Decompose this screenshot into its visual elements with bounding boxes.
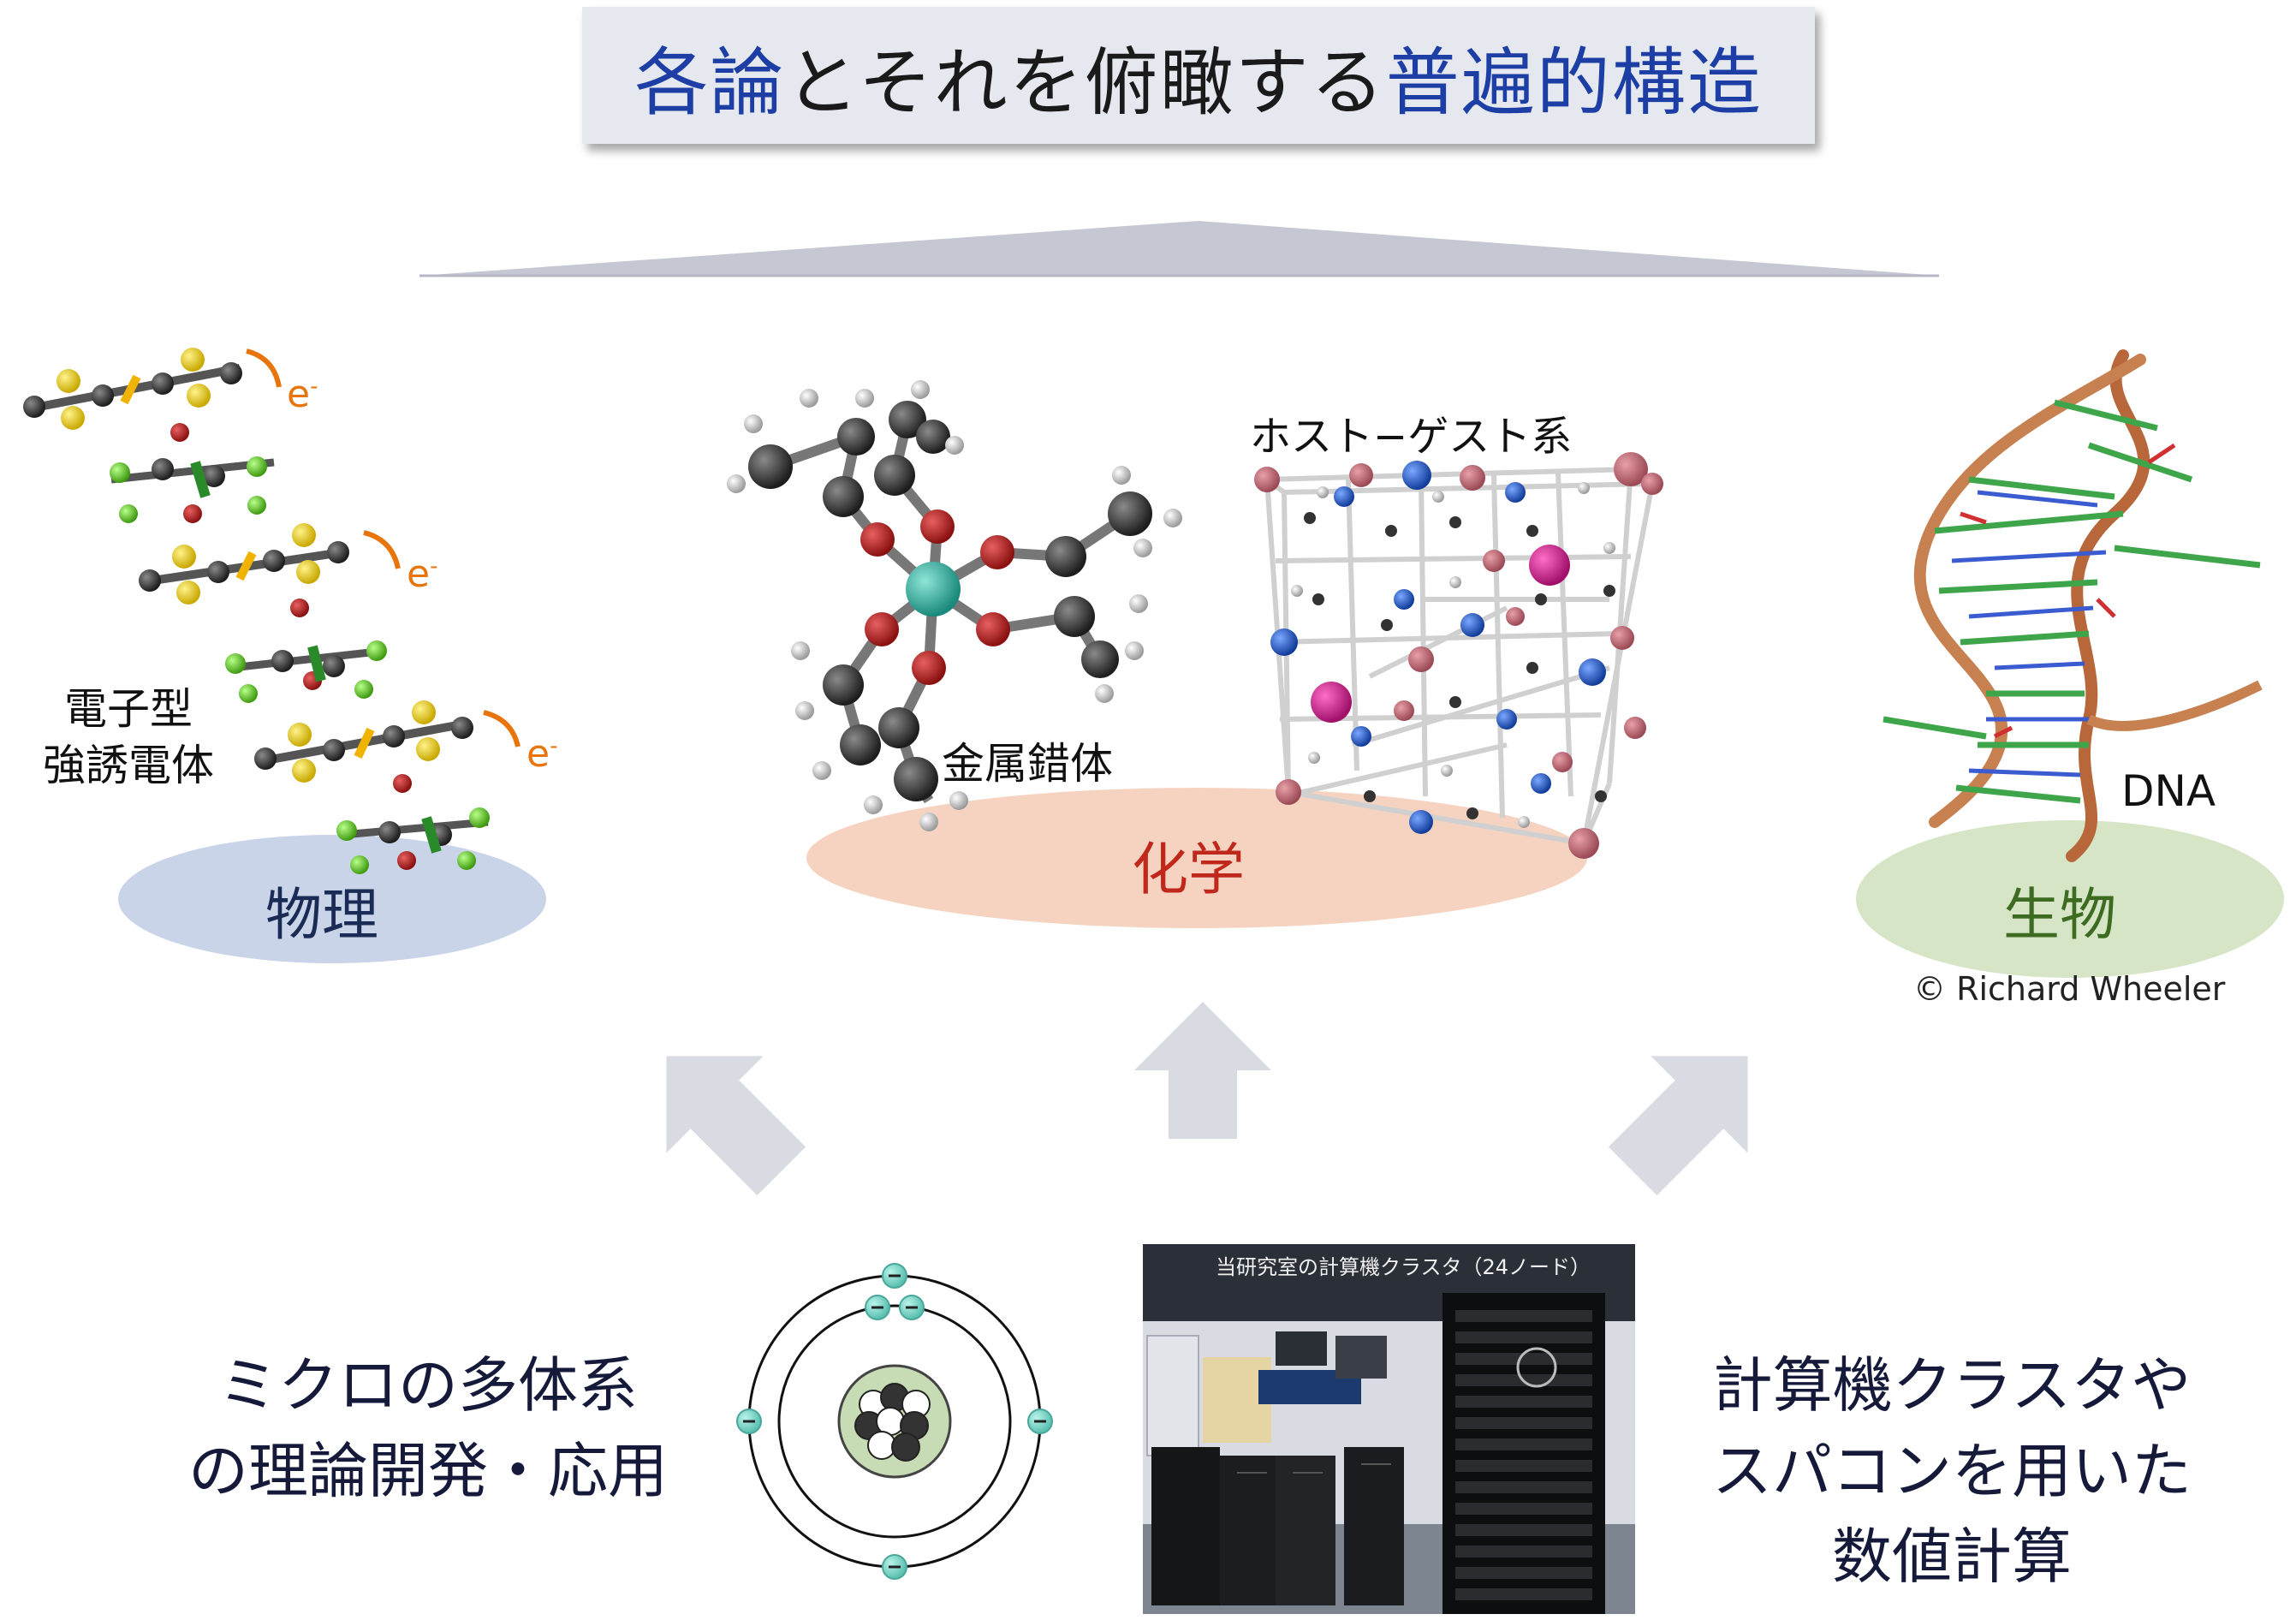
label-ferroelectric-line2: 強誘電体 (43, 741, 214, 790)
title-banner: 各論とそれを俯瞰する普遍的構造 (582, 7, 1815, 144)
label-numerical-calc-line2: スパコンを用いた (1712, 1436, 2192, 1506)
arrow-to-physics (666, 1056, 806, 1196)
arrow-to-chemistry (1134, 1002, 1271, 1139)
label-numerical-calc-line1: 計算機クラスタや (1712, 1350, 2192, 1420)
guest-ion-2 (1311, 682, 1352, 723)
label-numerical-calc: 計算機クラスタや スパコンを用いた 数値計算 (1678, 1343, 2226, 1599)
guest-ion-1 (1529, 545, 1570, 586)
electron-label-1: e- (287, 372, 318, 416)
umbrella-triangle (419, 221, 1939, 276)
electron-hop-arrow-2 (363, 530, 401, 569)
physics-ellipse (118, 835, 546, 963)
acceptor-molecule-2 (225, 599, 387, 703)
biology-ellipse (1856, 820, 2284, 978)
electron-hop-arrow-3 (483, 710, 520, 747)
label-metal-complex: 金属錯体 (942, 739, 1113, 789)
label-ferroelectric: 電子型 強誘電体 (17, 681, 240, 794)
title-part-1: 各論 (634, 39, 786, 126)
donor-molecule-1 (23, 348, 242, 430)
host-guest-lattice (1254, 452, 1663, 859)
label-host-guest: ホスト−ゲスト系 (1250, 413, 1573, 461)
donor-molecule-3 (254, 700, 473, 783)
acceptor-molecule-1 (110, 423, 275, 523)
arrow-to-biology (1608, 1056, 1748, 1196)
cluster-photo (1143, 1244, 1635, 1614)
electron-hop-arrow-1 (246, 348, 282, 388)
chemistry-ellipse (806, 788, 1587, 928)
label-dna: DNA (2121, 766, 2216, 816)
acceptor-molecule-3 (336, 774, 490, 874)
label-chemistry: 化学 (1132, 837, 1245, 902)
electron-label-3: e- (526, 732, 558, 776)
electron-label-2: e- (407, 552, 438, 596)
label-micro-theory-line1: ミクロの多体系 (218, 1350, 638, 1420)
label-physics: 物理 (265, 882, 378, 948)
label-ferroelectric-line1: 電子型 (64, 684, 193, 734)
ferroelectric-molecule-stack (23, 348, 520, 874)
label-micro-theory: ミクロの多体系 の理論開発・応用 (154, 1343, 702, 1514)
image-credit: © Richard Wheeler (1913, 970, 2226, 1008)
cluster-photo-caption: 当研究室の計算機クラスタ（24ノード） (1216, 1255, 1591, 1279)
label-numerical-calc-line3: 数値計算 (1832, 1522, 2072, 1592)
dna-structure (1883, 349, 2263, 862)
label-micro-theory-line2: の理論開発・応用 (188, 1436, 668, 1506)
atom-model-icon (736, 1263, 1053, 1580)
title-part-2: とそれを俯瞰する (785, 39, 1386, 126)
donor-molecule-2 (139, 523, 349, 605)
title-part-3: 普遍的構造 (1385, 39, 1763, 126)
metal-complex-molecule (727, 380, 1182, 831)
label-biology: 生物 (2003, 882, 2116, 948)
